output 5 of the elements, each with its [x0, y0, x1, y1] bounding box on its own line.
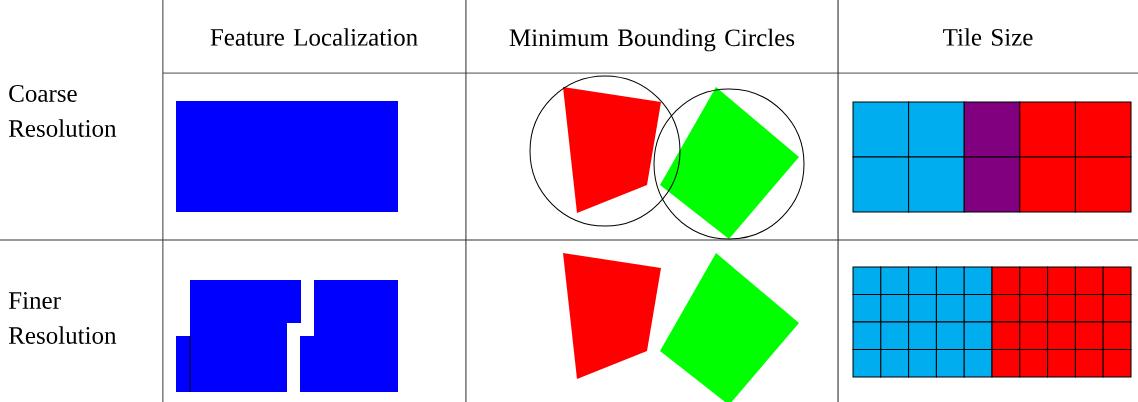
column-header: Tile Size	[943, 28, 1033, 46]
row-header: Finer Resolution	[8, 292, 117, 344]
row-header: Coarse Resolution	[8, 85, 117, 137]
column-header: Feature Localization	[210, 28, 418, 46]
column-header: Minimum Bounding Circles	[509, 28, 795, 52]
